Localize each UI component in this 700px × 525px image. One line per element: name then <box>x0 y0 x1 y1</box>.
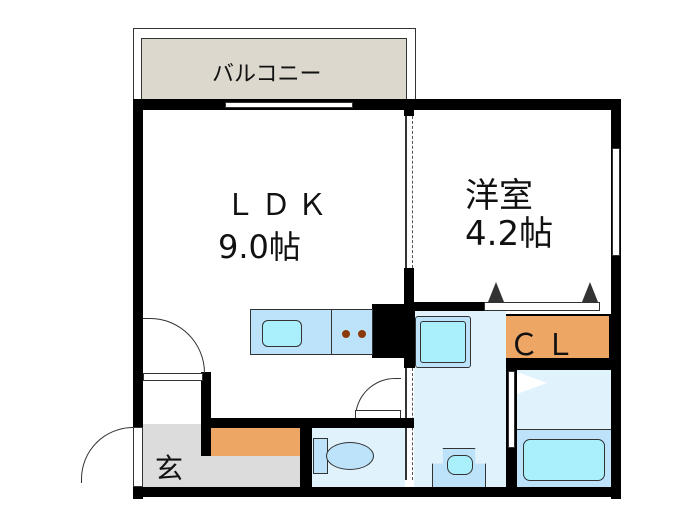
entrance <box>143 424 201 487</box>
balcony-window[interactable] <box>225 102 353 108</box>
sliding-door-ldk-western[interactable] <box>405 116 413 268</box>
balcony: バルコニー <box>141 38 407 100</box>
washbasin-bowl <box>447 455 473 475</box>
wall-ldk-western <box>404 110 414 116</box>
washing-machine-drum <box>420 321 466 363</box>
kitchen-sink[interactable] <box>262 320 302 347</box>
bathtub[interactable] <box>523 439 605 481</box>
wall-left <box>133 99 143 499</box>
bath-door-mark <box>517 372 547 394</box>
entrance-lower <box>201 456 300 487</box>
ldk-size: 9.0帖 <box>218 228 301 266</box>
western-room-window[interactable] <box>612 148 620 256</box>
western-room-size: 4.2帖 <box>465 214 554 254</box>
wall-wash-fridge <box>404 308 415 368</box>
wall-hall-right <box>201 372 211 457</box>
wall-toilet-left <box>300 418 312 493</box>
closet-door-mark-left[interactable] <box>488 282 504 302</box>
hall-door-frame <box>143 373 203 381</box>
wall-closet-top <box>414 302 484 311</box>
balcony-label: バルコニー <box>212 62 322 87</box>
wall-closet-bottom <box>474 360 621 370</box>
balcony-outer-frame <box>133 28 416 103</box>
western-room-name: 洋室 <box>465 176 533 216</box>
closet-door-mark-right[interactable] <box>582 282 598 302</box>
entrance-door[interactable] <box>81 427 133 483</box>
toilet-door-opening <box>355 410 401 418</box>
wall-right <box>611 99 621 499</box>
closet-label: ＣＬ <box>509 328 581 363</box>
stove-burner-right[interactable] <box>358 330 366 338</box>
toilet-bowl[interactable] <box>326 442 374 470</box>
bath-door[interactable] <box>508 371 515 448</box>
entrance-door-opening <box>133 427 143 487</box>
wall-shoebox-top <box>201 418 301 428</box>
ldk-name: ＬＤＫ <box>225 188 333 223</box>
wall-ldk-western-lower <box>404 268 414 308</box>
entrance-label: 玄 <box>155 452 184 485</box>
kitchen-counter <box>250 309 373 355</box>
kitchen-divider <box>331 309 332 355</box>
wall-bottom <box>133 487 621 497</box>
closet-door[interactable] <box>484 302 600 311</box>
wall-toilet-top <box>300 418 414 428</box>
shoe-storage <box>211 428 300 456</box>
stove-burner-left[interactable] <box>342 330 350 338</box>
wall-top <box>133 99 621 110</box>
